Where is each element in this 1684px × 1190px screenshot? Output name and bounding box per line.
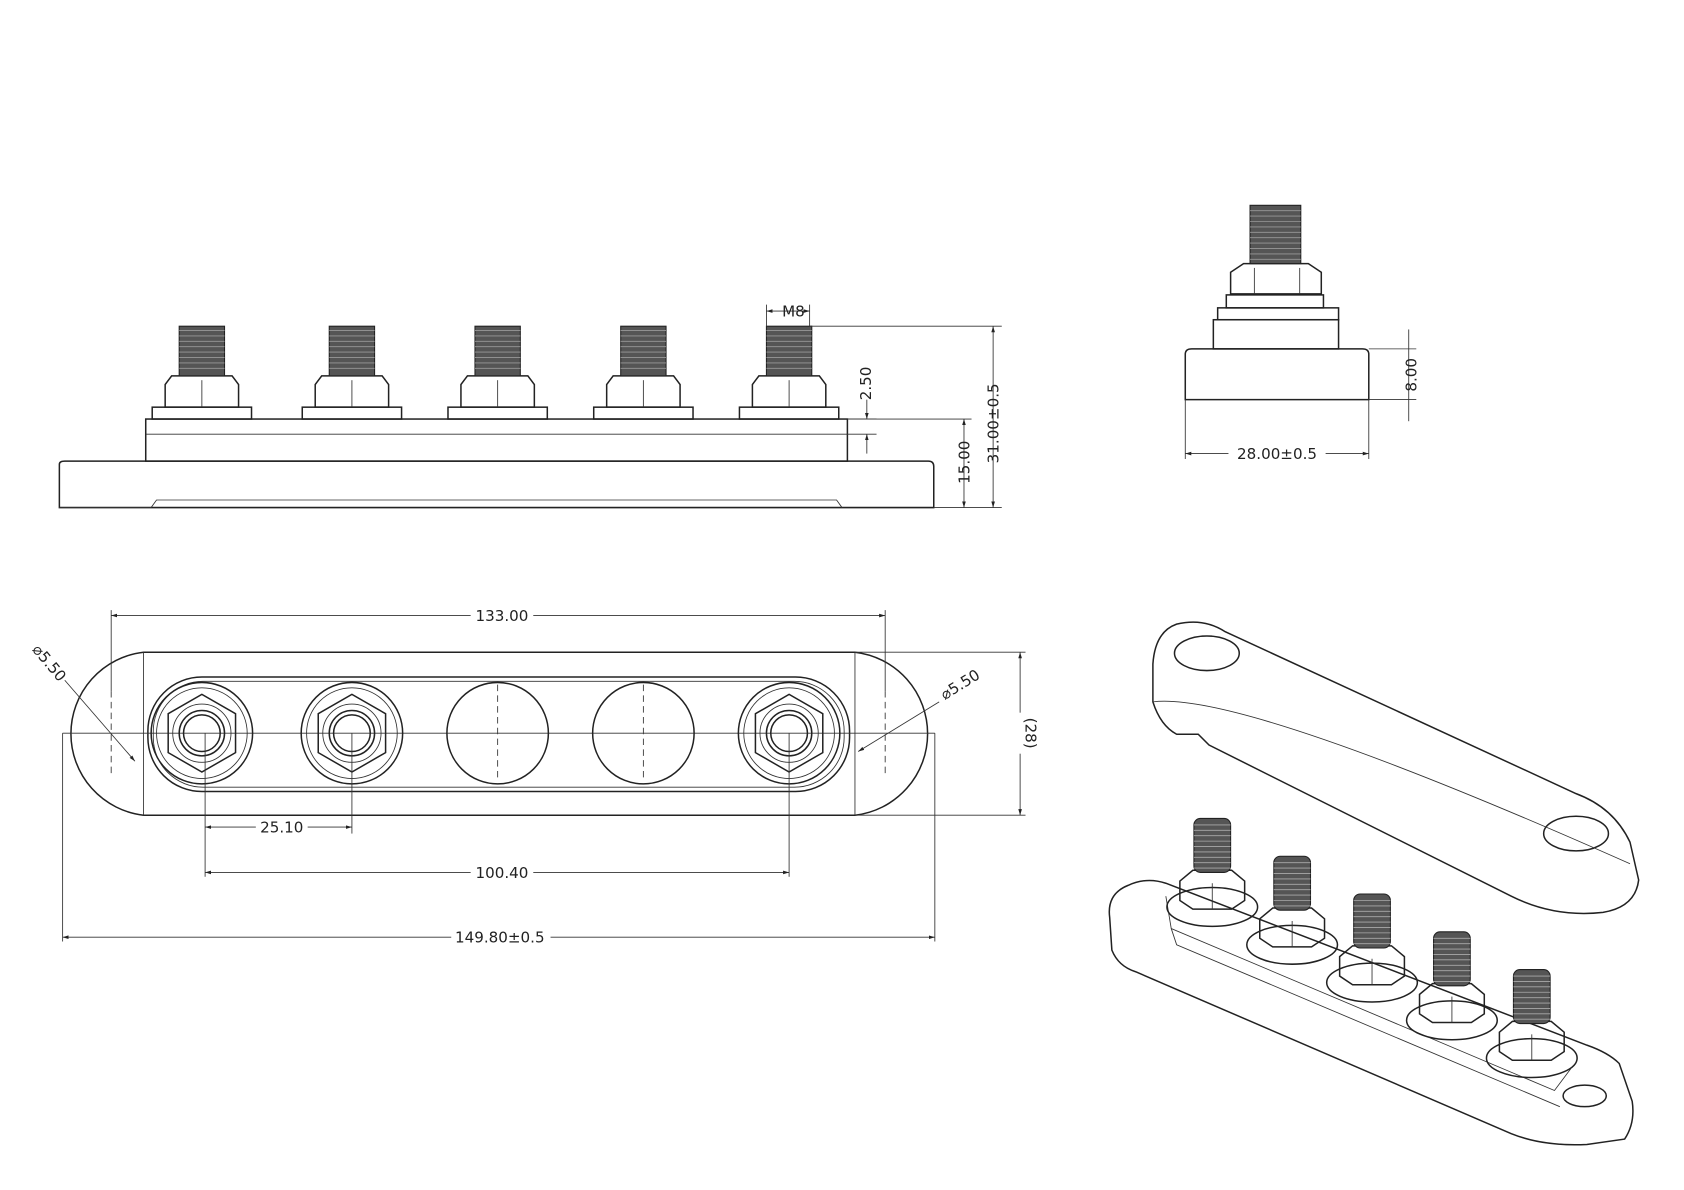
front-stud xyxy=(738,325,840,420)
dim-side-width: 28.00±0.5 xyxy=(1237,445,1317,463)
top-stud-position xyxy=(150,681,254,785)
dim-overall-length: 149.80±0.5 xyxy=(455,929,545,947)
dim-hole-right: ⌀5.50 xyxy=(937,666,983,704)
base-part xyxy=(1108,879,1634,1146)
front-base-plate xyxy=(58,460,935,509)
iso-stud xyxy=(1166,817,1259,928)
top-view: 133.00 25.10 100.40 149.80±0.5 (28) ⌀5.5… xyxy=(29,605,1040,947)
front-studs xyxy=(151,325,840,420)
iso-stud xyxy=(1405,931,1499,1041)
front-stud xyxy=(151,325,253,420)
iso-stud xyxy=(1485,969,1578,1079)
front-view: M8 2.50 15.00 31.00±0.5 xyxy=(58,302,1003,509)
front-stud xyxy=(447,325,549,420)
isometric-view xyxy=(1108,621,1640,1146)
dim-block-height: 8.00 xyxy=(1402,358,1420,392)
thread-size-label: M8 xyxy=(782,302,805,320)
front-stud xyxy=(592,325,694,420)
top-stud-position xyxy=(446,681,550,785)
dim-washer-height: 2.50 xyxy=(857,367,875,401)
side-view: 28.00±0.5 8.00 xyxy=(1184,204,1420,463)
dim-hole-spacing: 133.00 xyxy=(476,607,529,625)
front-stud xyxy=(301,325,403,420)
front-cover-block xyxy=(144,418,849,462)
dim-width-ref: (28) xyxy=(1022,718,1040,749)
dim-total-height: 31.00±0.5 xyxy=(985,383,1003,463)
dim-base-height: 15.00 xyxy=(955,441,973,484)
dim-stud-pitch: 25.10 xyxy=(260,818,303,836)
dim-stud-span: 100.40 xyxy=(476,864,529,882)
dim-hole-left: ⌀5.50 xyxy=(29,641,70,685)
top-stud-position xyxy=(591,681,695,785)
iso-stud xyxy=(1246,855,1339,965)
iso-stud xyxy=(1325,893,1419,1003)
